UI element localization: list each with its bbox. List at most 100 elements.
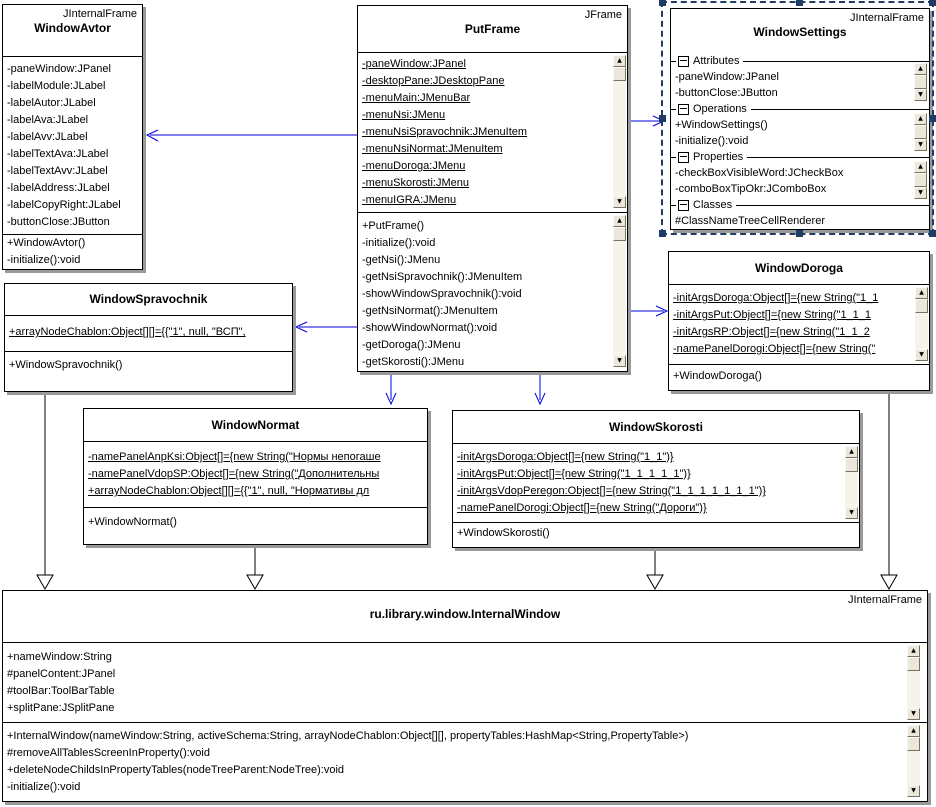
class-box-internalwindow[interactable]: JInternalFrame ru.library.window.Interna… bbox=[2, 590, 928, 802]
scrollbar-thumb[interactable] bbox=[613, 227, 626, 241]
section-header-properties[interactable]: Properties bbox=[671, 149, 929, 165]
collapse-icon[interactable] bbox=[678, 199, 689, 211]
association-putframe-windowspravochnik[interactable] bbox=[294, 321, 357, 333]
class-box-windowspravochnik[interactable]: WindowSpravochnik +arrayNodeChablon:Obje… bbox=[4, 283, 293, 392]
scrollbar[interactable]: ▲ ▼ bbox=[914, 63, 927, 101]
scroll-up-button[interactable]: ▲ bbox=[907, 645, 920, 657]
selection-handle[interactable] bbox=[659, 230, 666, 237]
association-putframe-windowskorosti[interactable] bbox=[534, 372, 546, 406]
attribute-row: -menuIGRA:JMenu bbox=[362, 194, 457, 206]
scrollbar[interactable]: ▲ ▼ bbox=[914, 113, 927, 151]
operation-row: -showWindowSpravochnik():void bbox=[362, 288, 522, 300]
scroll-up-button[interactable]: ▲ bbox=[907, 725, 920, 737]
scroll-down-icon: ▼ bbox=[918, 91, 923, 98]
scrollbar[interactable]: ▲ ▼ bbox=[845, 446, 858, 519]
section-header-operations[interactable]: Operations bbox=[671, 101, 929, 117]
association-putframe-windowdoroga[interactable] bbox=[628, 305, 669, 317]
scroll-up-button[interactable]: ▲ bbox=[914, 161, 927, 173]
selection-handle[interactable] bbox=[929, 230, 936, 237]
scrollbar[interactable]: ▲ ▼ bbox=[613, 215, 626, 367]
attribute-row: -menuNsi:JMenu bbox=[362, 109, 446, 121]
scroll-down-icon: ▼ bbox=[918, 189, 923, 196]
operation-row: +InternalWindow(nameWindow:String, activ… bbox=[7, 730, 689, 742]
attribute-row: -namePanelVdopSP:Object[]={new String("Д… bbox=[88, 468, 380, 480]
attribute-row: -menuNsiSpravochnik:JMenuItem bbox=[362, 126, 528, 138]
scrollbar-thumb[interactable] bbox=[613, 67, 626, 81]
scroll-up-button[interactable]: ▲ bbox=[915, 287, 928, 299]
scrollbar[interactable]: ▲ ▼ bbox=[914, 161, 927, 199]
scroll-down-icon: ▼ bbox=[911, 710, 916, 717]
generalization-windowspravochnik-internalwindow[interactable] bbox=[36, 392, 54, 591]
scrollbar[interactable]: ▲ ▼ bbox=[907, 725, 920, 797]
class-box-windowdoroga[interactable]: WindowDoroga -initArgsDoroga:Object[]={n… bbox=[668, 251, 930, 391]
scroll-down-icon: ▼ bbox=[911, 787, 916, 794]
collapse-icon[interactable] bbox=[678, 151, 689, 163]
scrollbar-thumb[interactable] bbox=[915, 299, 928, 313]
scroll-down-button[interactable]: ▼ bbox=[915, 349, 928, 361]
selection-handle[interactable] bbox=[796, 0, 803, 6]
selection-handle[interactable] bbox=[659, 0, 666, 6]
scroll-down-button[interactable]: ▼ bbox=[907, 708, 920, 720]
attribute-row: +splitPane:JSplitPane bbox=[7, 702, 115, 714]
class-stereotype: JInternalFrame bbox=[63, 8, 137, 20]
scrollbar[interactable]: ▲ ▼ bbox=[915, 287, 928, 361]
scroll-up-icon: ▲ bbox=[918, 163, 923, 170]
scrollbar-thumb[interactable] bbox=[907, 657, 920, 671]
scrollbar-thumb[interactable] bbox=[845, 458, 858, 472]
class-box-windowskorosti[interactable]: WindowSkorosti -initArgsDoroga:Object[]=… bbox=[452, 410, 860, 548]
section-header-label: Properties bbox=[693, 151, 744, 163]
operation-row: -initialize():void bbox=[362, 237, 436, 249]
section-header-attributes[interactable]: Attributes bbox=[671, 53, 929, 69]
scrollbar-thumb[interactable] bbox=[907, 737, 920, 751]
scroll-down-button[interactable]: ▼ bbox=[613, 355, 626, 367]
class-box-windownormat[interactable]: WindowNormat -namePanelAnpKsi:Object[]={… bbox=[83, 408, 428, 545]
selection-handle[interactable] bbox=[929, 115, 936, 122]
attribute-row: -labelAva:JLabel bbox=[7, 114, 89, 126]
section-header-classes[interactable]: Classes bbox=[671, 197, 929, 213]
scroll-down-button[interactable]: ▼ bbox=[914, 139, 927, 151]
scroll-up-button[interactable]: ▲ bbox=[613, 55, 626, 67]
scroll-down-button[interactable]: ▼ bbox=[914, 187, 927, 199]
scrollbar-thumb[interactable] bbox=[914, 173, 927, 187]
attribute-row: -initArgsVdopPeregon:Object[]={new Strin… bbox=[457, 485, 766, 497]
scroll-down-button[interactable]: ▼ bbox=[613, 196, 626, 208]
scrollbar-thumb[interactable] bbox=[914, 125, 927, 139]
scroll-up-button[interactable]: ▲ bbox=[613, 215, 626, 227]
scrollbar-track[interactable] bbox=[915, 313, 928, 349]
attribute-row: -labelAvv:JLabel bbox=[7, 131, 88, 143]
scroll-down-button[interactable]: ▼ bbox=[845, 507, 858, 519]
scroll-down-icon: ▼ bbox=[617, 357, 622, 364]
scrollbar-track[interactable] bbox=[613, 81, 626, 196]
class-box-windowavtor[interactable]: JInternalFrame WindowAvtor -paneWindow:J… bbox=[2, 4, 143, 270]
generalization-windowskorosti-internalwindow[interactable] bbox=[646, 548, 664, 591]
scrollbar-track[interactable] bbox=[845, 472, 858, 507]
scrollbar-thumb[interactable] bbox=[914, 75, 927, 89]
scrollbar[interactable]: ▲ ▼ bbox=[907, 645, 920, 720]
scroll-down-button[interactable]: ▼ bbox=[907, 785, 920, 797]
scrollbar-track[interactable] bbox=[907, 751, 920, 785]
scroll-down-button[interactable]: ▼ bbox=[914, 89, 927, 101]
scroll-up-button[interactable]: ▲ bbox=[914, 63, 927, 75]
selection-handle[interactable] bbox=[659, 115, 666, 122]
scroll-up-button[interactable]: ▲ bbox=[914, 113, 927, 125]
selection-handle[interactable] bbox=[796, 230, 803, 237]
attribute-row: -desktopPane:JDesktopPane bbox=[362, 75, 505, 87]
scrollbar[interactable]: ▲ ▼ bbox=[613, 55, 626, 208]
collapse-icon[interactable] bbox=[678, 55, 689, 67]
class-name: WindowSettings bbox=[753, 25, 847, 39]
class-stereotype: JInternalFrame bbox=[848, 594, 922, 606]
association-putframe-windowavtor[interactable] bbox=[145, 129, 357, 142]
scrollbar-track[interactable] bbox=[613, 241, 626, 355]
scrollbar-track[interactable] bbox=[907, 671, 920, 708]
association-putframe-windownormat[interactable] bbox=[385, 372, 397, 406]
operation-row: +WindowNormat() bbox=[88, 516, 177, 528]
generalization-windownormat-internalwindow[interactable] bbox=[246, 545, 264, 591]
selection-handle[interactable] bbox=[929, 0, 936, 6]
collapse-icon[interactable] bbox=[678, 103, 689, 115]
scroll-up-button[interactable]: ▲ bbox=[845, 446, 858, 458]
operation-row: +WindowAvtor() bbox=[7, 237, 86, 249]
generalization-windowdoroga-internalwindow[interactable] bbox=[880, 391, 898, 591]
class-box-windowsettings[interactable]: JInternalFrame WindowSettings Attributes… bbox=[670, 8, 930, 230]
class-box-putframe[interactable]: JFrame PutFrame -paneWindow:JPanel -desk… bbox=[357, 5, 628, 372]
selection-marquee bbox=[659, 0, 936, 237]
